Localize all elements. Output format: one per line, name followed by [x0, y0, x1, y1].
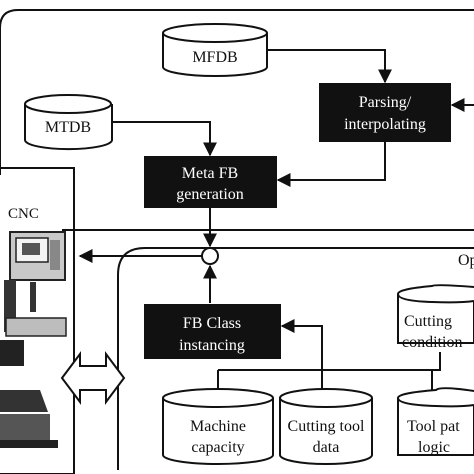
cutting-tool-data-database: Cutting tool data	[279, 388, 373, 465]
bidirectional-arrow	[60, 351, 126, 405]
meta-fb-line2: generation	[176, 186, 244, 203]
parsing-line2: interpolating	[344, 116, 426, 133]
meta-fb-generation-box: Meta FB generation	[144, 156, 277, 208]
wire-cutting-tool-to-fb-class	[280, 319, 323, 398]
cutting-tool-line2: data	[313, 439, 340, 456]
wire-mtdb-to-meta-fb	[112, 121, 217, 157]
tool-path-logic-database: Tool pat logic	[396, 387, 474, 456]
fb-class-instancing-box: FB Class instancing	[144, 304, 281, 359]
parsing-line1: Parsing/	[359, 94, 412, 111]
mfdb-label: MFDB	[192, 49, 237, 66]
wire-bottom-bus	[218, 352, 441, 371]
cutting-tool-line1: Cutting tool	[288, 418, 365, 435]
cutting-conditions-line2: condition	[402, 334, 462, 351]
wire-parsing-to-meta-fb	[276, 141, 386, 187]
upper-frame	[0, 9, 474, 231]
lower-frame	[117, 247, 474, 470]
corner-text: Op	[458, 252, 474, 269]
cnc-machine-illustration	[0, 231, 67, 448]
mtdb-database: MTDB	[24, 94, 113, 151]
machine-capacity-line2: capacity	[191, 439, 244, 456]
cnc-label: CNC	[8, 206, 39, 222]
cnc-panel: CNC	[0, 167, 75, 474]
mtdb-label: MTDB	[45, 119, 91, 136]
wire-mfdb-to-parsing	[267, 49, 392, 84]
mfdb-database: MFDB	[162, 23, 268, 77]
tool-path-line2: logic	[418, 439, 450, 456]
junction-node	[201, 247, 219, 265]
cutting-conditions-line1: Cutting	[404, 313, 452, 330]
meta-fb-line1: Meta FB	[182, 165, 238, 182]
machine-capacity-database: Machine capacity	[162, 388, 274, 465]
machine-capacity-line1: Machine	[190, 418, 246, 435]
fb-class-line2: instancing	[179, 337, 245, 354]
parsing-interpolating-box: Parsing/ interpolating	[319, 83, 451, 142]
cutting-conditions-database: Cutting condition	[396, 284, 474, 351]
tool-path-line1: Tool pat	[407, 418, 460, 435]
fb-class-line1: FB Class	[183, 315, 241, 332]
